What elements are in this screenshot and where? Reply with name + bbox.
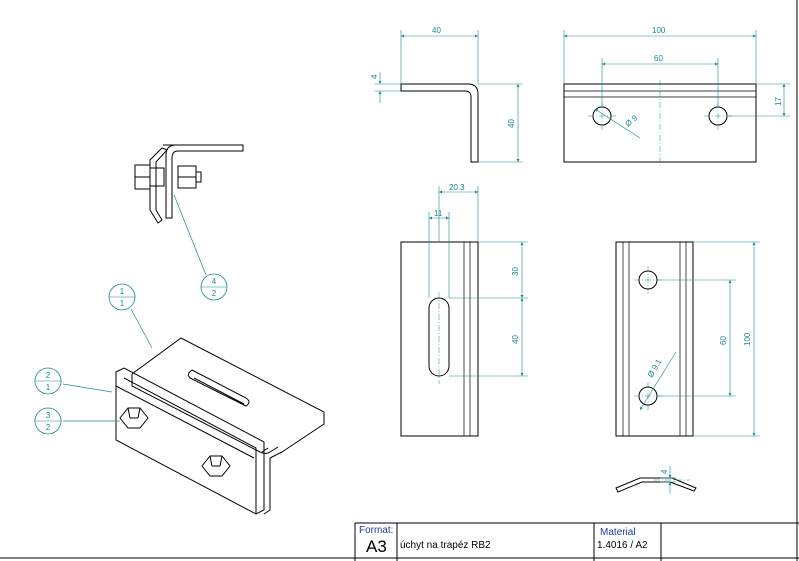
dim-top-slot-length: 40 xyxy=(511,335,520,344)
right-view xyxy=(615,241,694,437)
top-view-dimensions xyxy=(428,186,528,377)
dim-right-length: 100 xyxy=(743,332,752,346)
balloon-3-2: 3 2 xyxy=(34,407,62,435)
balloon-1-1: 1 1 xyxy=(108,283,136,311)
material-value: 1.4016 / A2 xyxy=(597,540,648,551)
balloon-2-1: 2 1 xyxy=(34,367,62,395)
balloon-4-bottom: 2 xyxy=(212,289,217,298)
dim-top-slot-start: 30 xyxy=(511,267,520,276)
dim-side-offset: 17 xyxy=(774,97,783,106)
dim-right-hole-spacing: 60 xyxy=(719,336,728,345)
balloon-4-2: 4 2 xyxy=(200,273,228,301)
balloon-2-bottom: 1 xyxy=(46,383,51,392)
hex-bolt-2 xyxy=(201,455,231,477)
material-label: Material xyxy=(600,527,636,538)
side-view-centerlines xyxy=(588,80,732,166)
balloon-4-top: 4 xyxy=(212,277,217,286)
balloon-3-bottom: 2 xyxy=(46,423,51,432)
hex-bolt-1 xyxy=(119,407,149,429)
dim-top-width: 20.3 xyxy=(449,183,465,192)
balloon-1-bottom: 1 xyxy=(120,299,125,308)
format-value: A3 xyxy=(366,537,387,556)
dim-front-height: 40 xyxy=(507,119,516,128)
section-dimensions xyxy=(654,466,690,494)
front-view-dimensions xyxy=(374,34,520,162)
format-label: Format: xyxy=(359,525,394,536)
section-view xyxy=(615,477,697,493)
right-view-dimensions xyxy=(639,241,760,437)
balloon-3-top: 3 xyxy=(46,411,51,420)
balloon-leaders xyxy=(62,194,207,422)
dim-front-width: 40 xyxy=(432,26,441,35)
balloon-2-top: 2 xyxy=(46,371,51,380)
dim-side-width: 100 xyxy=(652,26,666,35)
right-view-centerlines xyxy=(634,266,662,410)
dim-section-thickness: 4 xyxy=(660,469,669,474)
balloon-1-top: 1 xyxy=(120,287,125,296)
front-view xyxy=(400,30,523,163)
bracket-isometric xyxy=(115,337,325,515)
drawing-title: úchyt na trapéz RB2 xyxy=(400,540,491,551)
side-view-dimensions xyxy=(563,30,790,139)
dim-side-hole-dia: Ø 9 xyxy=(624,113,640,129)
dim-side-hole-spacing: 60 xyxy=(654,54,663,63)
top-view xyxy=(400,241,479,437)
dim-front-thickness: 4 xyxy=(370,74,379,79)
dim-top-slot-width: 11 xyxy=(434,209,443,218)
bracket-side-sketch xyxy=(134,144,244,224)
